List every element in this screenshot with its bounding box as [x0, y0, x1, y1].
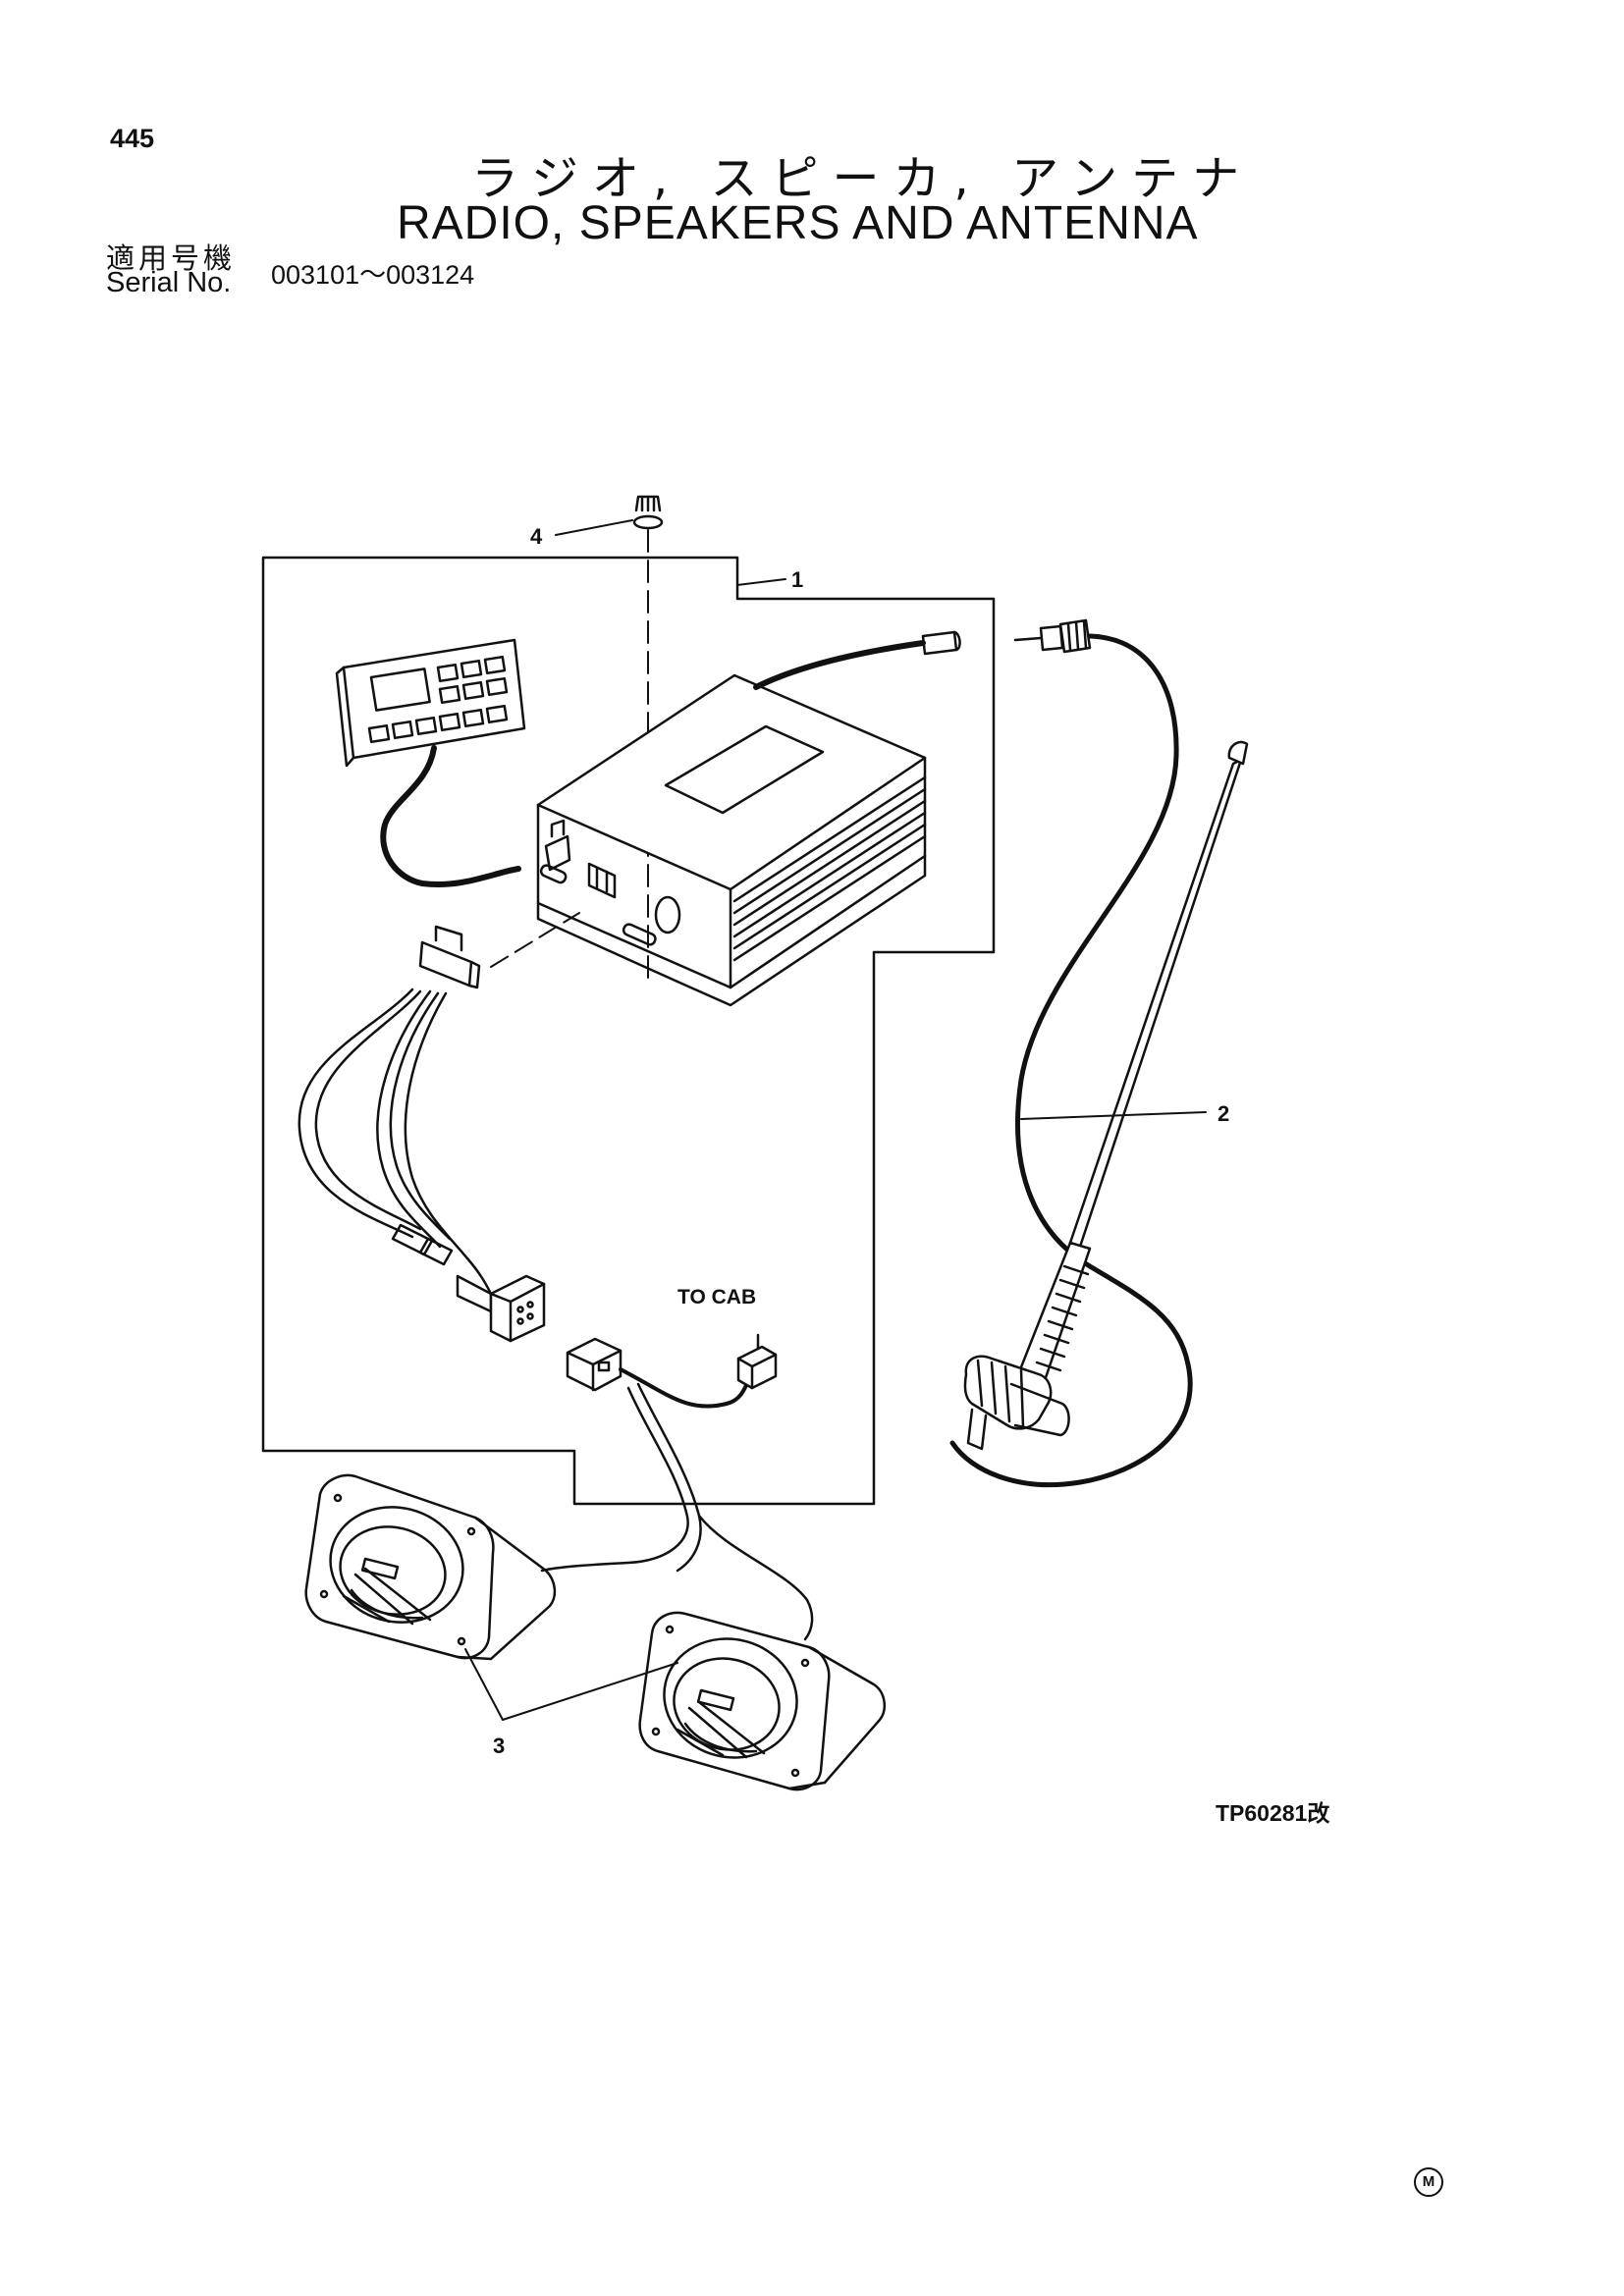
- to-cab-connector: [736, 1333, 778, 1390]
- callout-2: 2: [1218, 1101, 1229, 1126]
- page-title-japanese: ラジオ, スピーカ, アンテナ: [471, 151, 1254, 206]
- antenna-base: [963, 1355, 1070, 1451]
- antenna-cable: [949, 633, 1193, 1488]
- serial-number-range: 003101～003124: [271, 260, 475, 290]
- serial-label-japanese: 適用号機: [106, 241, 237, 275]
- figure-code: TP60281改: [1216, 1800, 1330, 1826]
- circled-m-mark: M: [1414, 2167, 1443, 2197]
- page-number: 445: [110, 124, 155, 153]
- callout-1-leader: [736, 578, 786, 586]
- callout-3-leader: [502, 1662, 678, 1721]
- mounting-bolt: [632, 495, 664, 530]
- speaker-cable: [636, 1382, 702, 1573]
- page-title: RADIO, SPEAKERS AND ANTENNA: [397, 197, 1199, 249]
- radio-input-connector: [544, 819, 571, 872]
- antenna-lead-plug: [921, 630, 961, 656]
- serial-label: Serial No.: [106, 267, 232, 298]
- antenna-rod: [1013, 740, 1249, 1394]
- callout-4: 4: [530, 524, 543, 549]
- connector-alignment-line: [490, 912, 580, 968]
- speaker-left: [304, 1473, 557, 1661]
- speaker-cable: [697, 1514, 814, 1641]
- wiring-harness: [298, 925, 546, 1343]
- speaker-harness-connector: [566, 1337, 623, 1392]
- callout-3: 3: [493, 1734, 505, 1758]
- antenna-plug: [1013, 618, 1092, 654]
- radio-unit: [536, 673, 927, 1007]
- control-panel-cable: [380, 745, 521, 887]
- speaker-cable: [540, 1386, 689, 1573]
- cab-lead-wire: [619, 1364, 758, 1409]
- radio-control-panel: [335, 638, 526, 768]
- speaker-right: [638, 1611, 887, 1791]
- callout-3-leader: [464, 1648, 504, 1721]
- callout-1: 1: [791, 567, 803, 592]
- callout-4-leader: [555, 519, 633, 536]
- callout-2-leader: [1020, 1111, 1207, 1120]
- antenna-lead-cable: [753, 640, 926, 690]
- to-cab-label: TO CAB: [677, 1286, 756, 1308]
